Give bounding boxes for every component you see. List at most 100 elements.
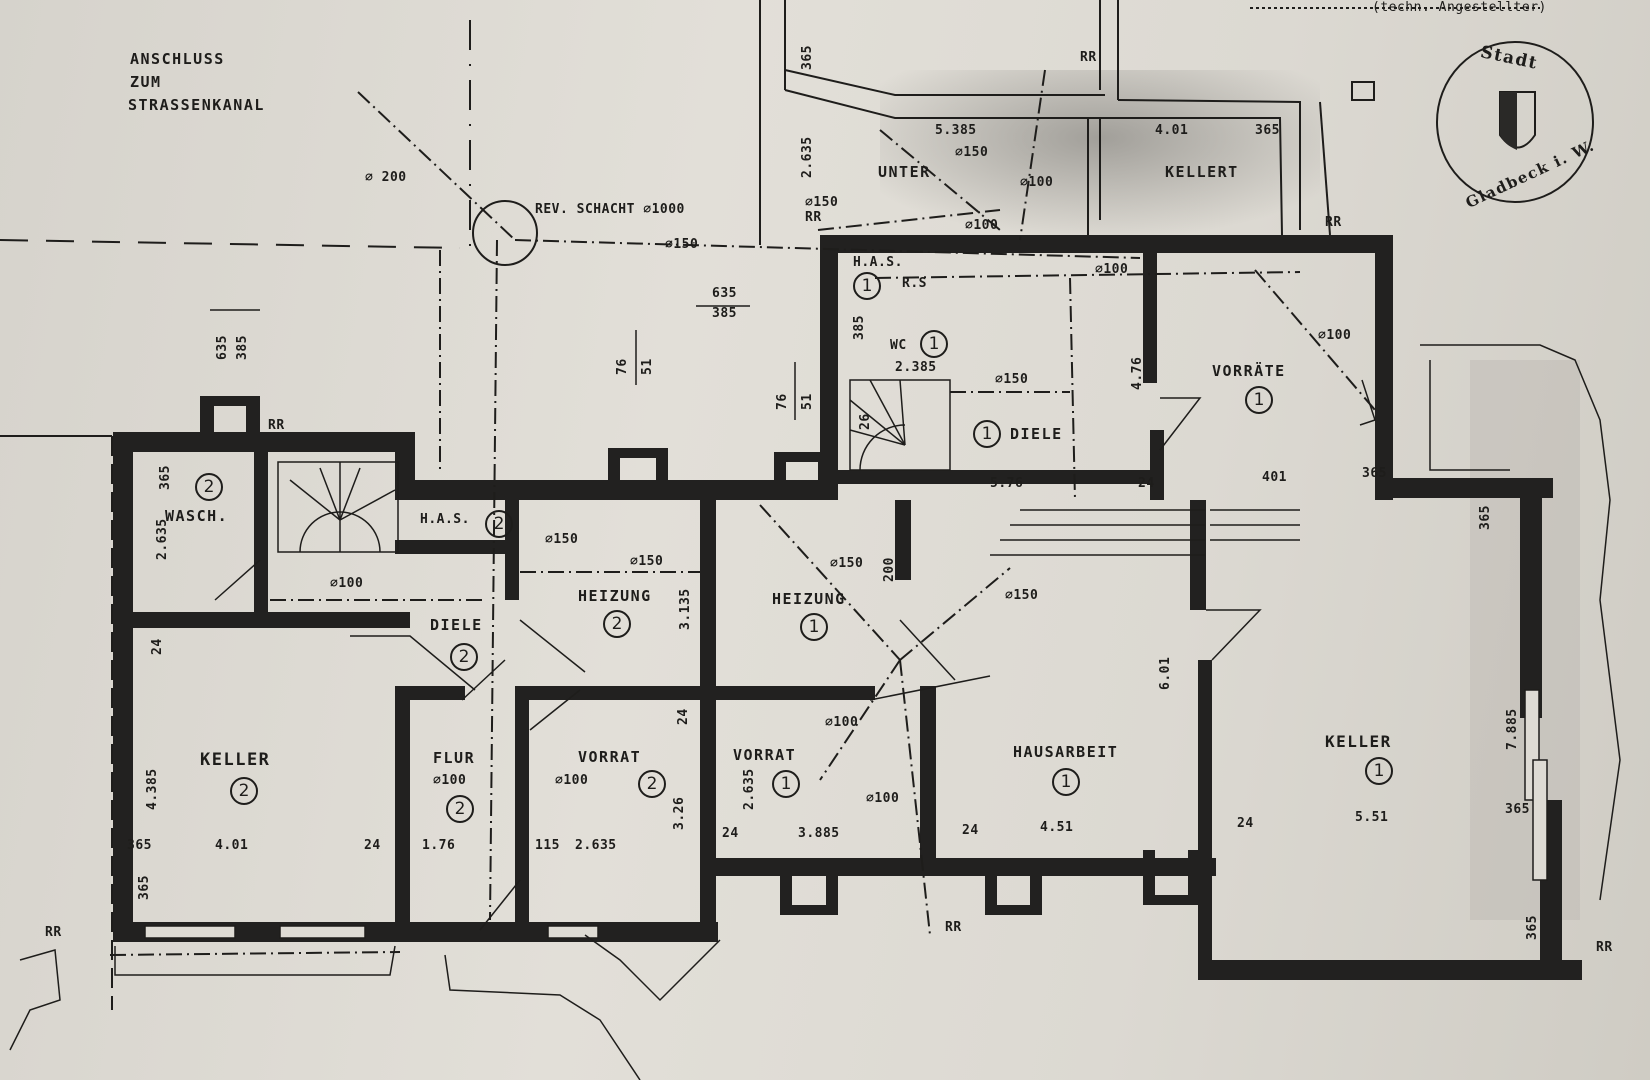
vorrat2-wall: 115 [535, 838, 560, 853]
keller1-dim-w: 5.51 [1355, 810, 1389, 825]
vorrat2-label: VORRAT [578, 748, 642, 766]
rr-marker: RR [45, 925, 62, 940]
unterkellert-right-label: KELLERT [1165, 163, 1239, 181]
unterkellert-dim-w: 5.385 [935, 123, 977, 138]
room-number-badge: 1 [772, 770, 800, 798]
vorraete1-wall: 365 [1362, 466, 1387, 481]
room-number-badge: 2 [446, 795, 474, 823]
unterkellert-right-wall: 365 [1255, 123, 1280, 138]
revision-shaft-circle [472, 200, 538, 266]
connection-note-line3: STRASSENKANAL [128, 96, 265, 114]
hausarbeit1-label: HAUSARBEIT [1013, 743, 1119, 761]
keller2-wall-l: 365 [127, 838, 152, 853]
diele1-wall: 24 [1138, 476, 1155, 491]
unterkellert-pipe2: ⌀100 [965, 218, 999, 233]
heizung2-pipe2: ⌀150 [630, 554, 664, 569]
vorrat1-dim-h: 2.635 [742, 768, 757, 810]
has1-box: R.S [902, 276, 927, 291]
room-number-badge: 1 [853, 272, 881, 300]
connection-note-line2: ZUM [130, 73, 162, 91]
keller2-label: KELLER [200, 750, 271, 770]
signature-caption: (techn. Angestellter) [1372, 0, 1547, 15]
unterkellert-right-pipe: ⌀100 [1020, 175, 1054, 190]
main-pipe-label: ⌀ 200 [365, 170, 407, 185]
heizung1-pipe: ⌀150 [830, 556, 864, 571]
rr-marker: RR [945, 920, 962, 935]
vorrat2-wall-r: 24 [676, 708, 691, 725]
diele2-pipe: ⌀100 [330, 576, 364, 591]
rr-marker-top: RR [1080, 50, 1097, 65]
wasch2-wall: 365 [158, 465, 173, 490]
fraction-left-bottom: 385 [235, 335, 250, 360]
vorraete1-label: VORRÄTE [1212, 362, 1286, 380]
flur2-pipe: ⌀100 [433, 773, 467, 788]
vorrat1-pipe: ⌀100 [825, 715, 859, 730]
heizung2-label: HEIZUNG [578, 587, 652, 605]
unterkellert-wall: 365 [800, 45, 815, 70]
room-number-badge: 1 [1245, 386, 1273, 414]
stair-dim: 26 [858, 413, 873, 430]
keller1-wall-r: 365 [1478, 505, 1493, 530]
wasch2-label: WASCH. [165, 507, 229, 525]
fraction-51b: 51 [800, 393, 815, 410]
room-number-badge: 2 [603, 610, 631, 638]
wc1-dim-h: 385 [852, 315, 867, 340]
heizung2-dim-h: 3.135 [678, 588, 693, 630]
rr-marker: RR [805, 210, 822, 225]
connection-note-line1: ANSCHLUSS [130, 50, 225, 68]
hausarbeit1-dim-w: 4.51 [1040, 820, 1074, 835]
vorrat1-label: VORRAT [733, 746, 797, 764]
room-number-badge: 1 [1052, 768, 1080, 796]
keller2-dim-w: 4.01 [215, 838, 249, 853]
keller2-wall-r: 24 [364, 838, 381, 853]
unterkellert-left-label: UNTER [878, 163, 931, 181]
wc1-label: WC [890, 338, 907, 353]
flur2-dim-w: 1.76 [422, 838, 456, 853]
unterkellert-dim-h: 2.635 [800, 136, 815, 178]
room-number-badge: 2 [485, 510, 513, 538]
fraction-76: 76 [615, 358, 630, 375]
room-number-badge: 2 [450, 643, 478, 671]
room-number-badge: 1 [1365, 757, 1393, 785]
keller1-dim-h: 7.885 [1505, 708, 1520, 750]
has1-label: H.A.S. [853, 255, 903, 270]
fraction-51: 51 [640, 358, 655, 375]
room-number-badge: 1 [800, 613, 828, 641]
vorrat1-dim-w: 3.885 [798, 826, 840, 841]
rr-marker: RR [1325, 215, 1342, 230]
wc1-dim-w: 2.385 [895, 360, 937, 375]
rr-marker: RR [1596, 940, 1613, 955]
hausarbeit1-pipe: ⌀150 [1005, 588, 1039, 603]
diele1-pipe: ⌀150 [995, 372, 1029, 387]
diele2-label: DIELE [430, 616, 483, 634]
room-number-badge: 1 [973, 420, 1001, 448]
room-number-badge: 2 [195, 473, 223, 501]
rr-marker: RR [268, 418, 285, 433]
diele1-dim-w: 5.76 [990, 476, 1024, 491]
city-stamp [1436, 41, 1594, 203]
fraction-left-top: 635 [215, 335, 230, 360]
diele1-dim-h: 4.76 [1130, 356, 1145, 390]
unterkellert-right-dim: 4.01 [1155, 123, 1189, 138]
unterkellert-pipe3: ⌀150 [805, 195, 839, 210]
fraction-bottom: 385 [712, 306, 737, 321]
room-number-badge: 2 [230, 777, 258, 805]
vorrat2-dim-h: 3.26 [672, 796, 687, 830]
keller1-wall-r2: 365 [1505, 802, 1530, 817]
room-number-badge: 2 [638, 770, 666, 798]
keller1-label: KELLER [1325, 732, 1392, 751]
heizung1-label: HEIZUNG [772, 590, 846, 608]
vorrat2-dim-w: 2.635 [575, 838, 617, 853]
pipe-150-label: ⌀150 [665, 237, 699, 252]
diele1-label: DIELE [1010, 425, 1063, 443]
hausarbeit1-wall: 24 [962, 823, 979, 838]
fraction-76b: 76 [775, 393, 790, 410]
heizung2-pipe: ⌀150 [545, 532, 579, 547]
diele1-pipe2: ⌀100 [1095, 262, 1129, 277]
keller2-wall-b: 365 [137, 875, 152, 900]
hausarbeit1-dim-h: 6.01 [1158, 656, 1173, 690]
vorrat1-pipe2: ⌀100 [866, 791, 900, 806]
unterkellert-pipe: ⌀150 [955, 145, 989, 160]
